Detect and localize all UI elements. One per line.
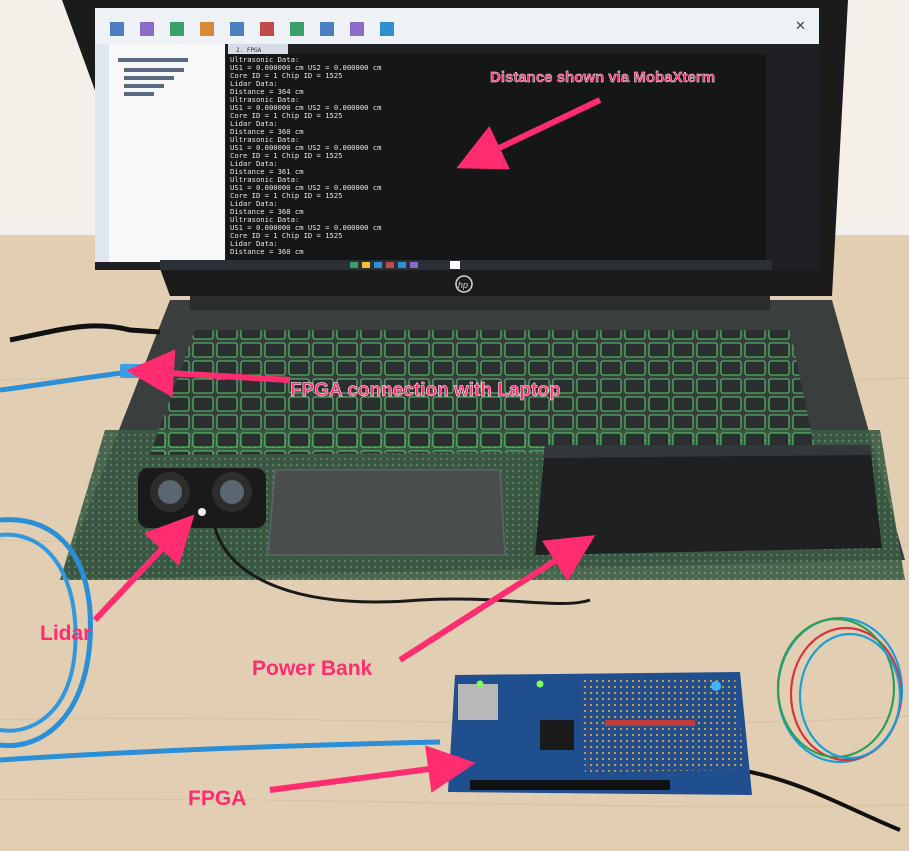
arrow-distance	[456, 97, 602, 170]
terminal-line: Distance = 360 cm	[230, 247, 304, 256]
touchpad	[267, 469, 506, 556]
terminal-tab-label: 2. FPGA	[236, 47, 262, 54]
mobaxterm-menubar	[95, 8, 819, 44]
arrow-fpga	[269, 745, 476, 793]
terminal-line: Distance = 360 cm	[230, 127, 304, 136]
taskbar-icons	[350, 261, 460, 269]
wire-coil	[776, 616, 904, 764]
terminal-line: US1 = 0.000000 cm US2 = 0.000000 cm	[230, 63, 381, 72]
lidar-sensor	[138, 468, 266, 528]
mobaxterm-toolbar-icons: ✕	[110, 18, 806, 36]
usb-cable-loop	[0, 517, 93, 749]
fpga-board	[448, 672, 752, 795]
usb-connector	[120, 364, 142, 378]
hp-logo-icon	[455, 275, 473, 293]
terminal-line: Ultrasonic Data:	[230, 95, 299, 104]
laptop-hinge	[190, 296, 770, 310]
power-bank	[535, 445, 882, 555]
usb-cable-laptop	[0, 369, 131, 393]
dc-cable	[739, 768, 901, 832]
terminal-line: Ultrasonic Data:	[230, 175, 299, 184]
mobaxterm-sidebar	[95, 44, 225, 262]
black-cable	[9, 323, 161, 343]
terminal-line: Lidar Data:	[230, 239, 278, 248]
terminal-line: Lidar Data:	[230, 79, 278, 88]
terminal-line: Lidar Data:	[230, 119, 278, 128]
terminal-line: Lidar Data:	[230, 159, 278, 168]
terminal-tab[interactable]	[228, 44, 288, 54]
hp-logo-mark: hp	[458, 280, 468, 290]
arrow-lidar	[92, 514, 195, 623]
terminal-line: Ultrasonic Data:	[230, 135, 299, 144]
terminal-line: Distance = 364 cm	[230, 87, 304, 96]
sidebar-session-list	[118, 58, 188, 96]
close-icon[interactable]: ✕	[795, 18, 806, 33]
label-fpga: FPGA	[188, 787, 246, 810]
terminal-line: US1 = 0.000000 cm US2 = 0.000000 cm	[230, 143, 381, 152]
terminal-output: Ultrasonic Data:US1 = 0.000000 cm US2 = …	[230, 55, 381, 256]
terminal-line: Distance = 368 cm	[230, 207, 304, 216]
terminal-line: Lidar Data:	[230, 199, 278, 208]
terminal-line: Core ID = 1 Chip ID = 1525	[230, 151, 343, 160]
terminal-line: Core ID = 1 Chip ID = 1525	[230, 231, 343, 240]
terminal-line: US1 = 0.000000 cm US2 = 0.000000 cm	[230, 183, 381, 192]
label-fpga-connection: FPGA connection with Laptop	[290, 380, 561, 401]
arrow-power-bank	[398, 535, 596, 663]
usb-cable-fpga	[0, 739, 441, 763]
mobaxterm-sidebar-tabs	[95, 44, 109, 262]
terminal-line: US1 = 0.000000 cm US2 = 0.000000 cm	[230, 103, 381, 112]
black-cable-lidar	[213, 527, 591, 605]
terminal-line: Ultrasonic Data:	[230, 215, 299, 224]
terminal-line: Core ID = 1 Chip ID = 1525	[230, 71, 343, 80]
terminal-line: Distance = 361 cm	[230, 167, 304, 176]
terminal-line: Ultrasonic Data:	[230, 55, 299, 64]
terminal-line: US1 = 0.000000 cm US2 = 0.000000 cm	[230, 223, 381, 232]
label-distance: Distance shown via MobaXterm	[490, 69, 715, 86]
arrow-fpga-connection	[126, 349, 291, 398]
terminal-line: Core ID = 1 Chip ID = 1525	[230, 111, 343, 120]
label-lidar: Lidar	[40, 622, 91, 645]
label-power-bank: Power Bank	[252, 657, 373, 680]
windows-taskbar	[160, 260, 772, 270]
terminal-line: Core ID = 1 Chip ID = 1525	[230, 191, 343, 200]
usb-cable-loop-2	[0, 532, 78, 733]
backlit-keyboard	[150, 330, 815, 455]
